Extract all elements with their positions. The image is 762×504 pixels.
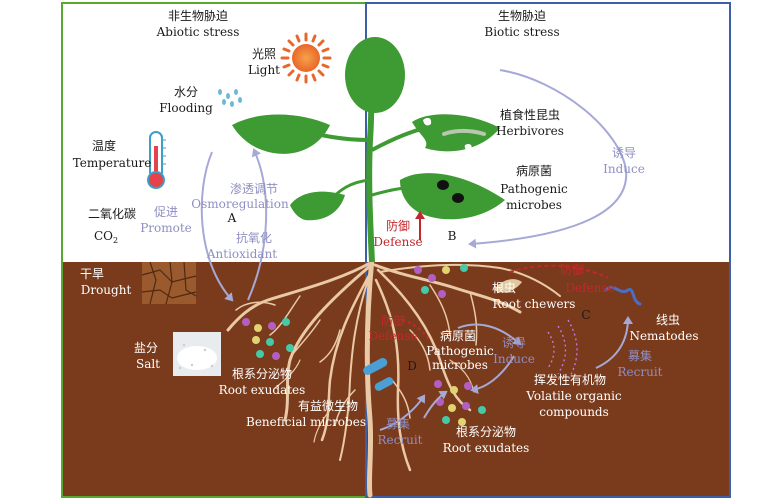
pathogens-bottom-en1: Pathogenic [426, 344, 494, 358]
pathogens-top-en1: Pathogenic [500, 182, 568, 196]
beneficial-en: Beneficial microbes [246, 415, 366, 429]
co2-en: CO2 [94, 229, 118, 245]
pathogens-top-en2: microbes [506, 198, 562, 212]
drought-en: Drought [81, 283, 132, 297]
root-chewers-zh: 根虫 [492, 281, 516, 295]
thermometer-icon [147, 131, 166, 189]
defense-mid-zh: 防御 [381, 313, 405, 328]
abiotic-en: Abiotic stress [156, 25, 240, 39]
herbivores-en: Herbivores [496, 124, 564, 138]
antioxidant-zh: 抗氧化 [236, 230, 272, 245]
volatile-waves [547, 319, 578, 381]
abiotic-stress-label: 非生物胁迫 Abiotic stress [156, 8, 240, 39]
light-en: Light [248, 63, 280, 77]
voc-zh: 挥发性有机物 [534, 372, 606, 387]
induce-bottom-zh: 诱导 [502, 336, 526, 350]
osmoregulation-zh: 渗透调节 [230, 181, 278, 196]
left-leaf [232, 114, 330, 154]
light-zh: 光照 [252, 47, 276, 61]
root-exudates-left-zh: 根系分泌物 [232, 367, 292, 381]
root-exudates-left-dots [242, 318, 294, 360]
beneficial-microbes-icon [363, 357, 394, 391]
co2-zh: 二氧化碳 [88, 207, 136, 221]
root-exudates-crown-dots [414, 264, 468, 298]
root-chewer-icon [494, 279, 522, 293]
defense-c-en: Defense [565, 281, 614, 295]
induce-arrows [200, 69, 633, 431]
top-leaf [345, 37, 405, 113]
nematodes-en: Nematodes [629, 329, 698, 343]
flooding-zh: 水分 [174, 85, 198, 99]
induce-top-zh: 诱导 [612, 146, 636, 160]
defense-c-zh: 防御 [560, 262, 584, 277]
pathogens-bottom-zh: 病原菌 [440, 328, 476, 343]
salt-en: Salt [136, 357, 160, 371]
root-exudates-bottom-en: Root exudates [443, 441, 530, 455]
voc-en2: compounds [539, 405, 609, 419]
defense-arrows [401, 211, 609, 341]
induce-top-en: Induce [603, 162, 645, 176]
nematode-icon [604, 285, 642, 306]
lower-left-leaf [290, 191, 345, 221]
induce-bottom-en: Induce [493, 352, 535, 366]
defense-top-zh: 防御 [386, 218, 410, 233]
drought-image [141, 261, 197, 305]
biotic-en: Biotic stress [484, 25, 559, 39]
pathogen-spot-1 [437, 180, 449, 190]
root-exudates-bottom-dots [434, 380, 486, 426]
marker-a: A [227, 211, 237, 225]
marker-c: C [581, 308, 590, 322]
root-exudates-bottom-zh: 根系分泌物 [456, 425, 516, 439]
marker-d: D [407, 359, 417, 373]
antioxidant-en: Antioxidant [206, 247, 277, 261]
plant-shoot [232, 37, 505, 263]
defense-top-en: Defense [373, 235, 422, 249]
beneficial-zh: 有益微生物 [298, 399, 358, 413]
biotic-stress-label: 生物胁迫 Biotic stress [484, 8, 559, 39]
biotic-frame [365, 2, 731, 498]
temperature-en: Temperature [73, 156, 152, 170]
promote-zh: 促进 [154, 205, 178, 219]
temperature-zh: 温度 [92, 138, 116, 153]
herbivores-zh: 植食性昆虫 [500, 107, 560, 122]
pathogen-spot-2 [452, 193, 464, 203]
promote-en: Promote [140, 221, 192, 235]
recruit-right-en: Recruit [618, 365, 663, 379]
recruit-right-zh: 募集 [628, 348, 652, 363]
root-exudates-left-en: Root exudates [219, 383, 306, 397]
recruit-bottom-en: Recruit [378, 433, 423, 447]
flooding-en: Flooding [159, 101, 213, 115]
recruit-bottom-zh: 募集 [386, 416, 410, 431]
biotic-zh: 生物胁迫 [498, 8, 546, 23]
root-chewers-en: Root chewers [493, 297, 576, 311]
salt-zh: 盐分 [134, 341, 158, 355]
marker-b: B [448, 229, 457, 243]
root-system [226, 255, 561, 498]
pathogens-bottom-en2: microbes [432, 358, 488, 372]
caterpillar [442, 129, 486, 136]
defense-mid-en: Defense [368, 329, 417, 343]
osmoregulation-en: Osmoregulation [191, 197, 289, 211]
water-drops-icon [218, 89, 242, 107]
salt-image [173, 332, 221, 376]
sun-icon [280, 32, 332, 84]
voc-en1: Volatile organic [525, 389, 622, 403]
nematodes-zh: 线虫 [656, 313, 680, 327]
drought-zh: 干旱 [80, 267, 104, 281]
abiotic-zh: 非生物胁迫 [168, 8, 228, 23]
pathogens-top-zh: 病原菌 [516, 163, 552, 178]
